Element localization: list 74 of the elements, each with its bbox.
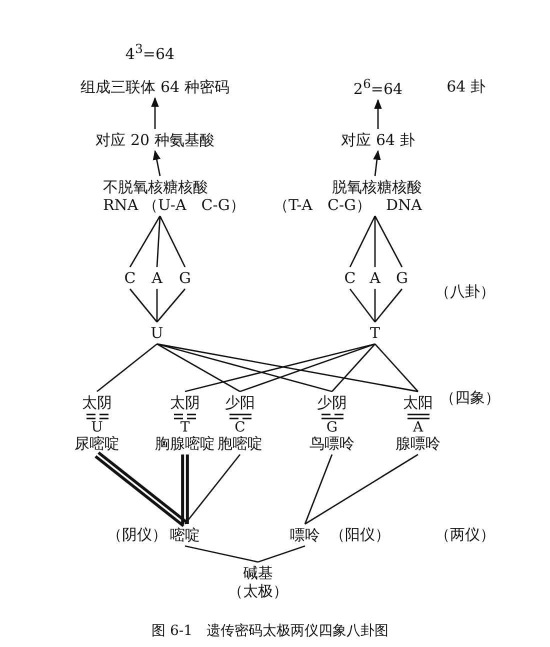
annotation-label: （阴仪） xyxy=(107,526,167,544)
annotation-label: （阳仪） xyxy=(330,526,390,544)
node-label: 太阴 xyxy=(169,394,201,412)
connector-line xyxy=(184,454,241,524)
connector-line xyxy=(156,343,240,392)
node-label: 鸟嘌呤 xyxy=(310,434,354,452)
node-label: 尿嘧啶 xyxy=(74,434,120,452)
node-label: （T-A C-G） DNA xyxy=(274,196,422,214)
node-label: 胸腺嘧啶 xyxy=(155,434,215,452)
node-label: （太极） xyxy=(228,582,288,600)
connector-line xyxy=(349,216,376,268)
node-label: 太阴 xyxy=(81,394,113,412)
node-label: G xyxy=(325,420,339,434)
connector-line xyxy=(156,216,161,268)
node-label: 碱基 xyxy=(242,564,274,582)
node-label: A xyxy=(412,420,424,434)
annotation-label: （四象） xyxy=(440,388,500,408)
connector-line xyxy=(258,545,306,563)
connector-line xyxy=(184,545,258,563)
node-label: 腺嘌呤 xyxy=(396,434,440,452)
node-label: C xyxy=(344,269,356,287)
node-label: 对应 20 种氨基酸 xyxy=(96,131,214,149)
connector-line xyxy=(181,453,189,526)
node-label: 2$^{6}$=64 xyxy=(353,76,403,98)
connector-line xyxy=(374,216,376,267)
node-label: 太阳 xyxy=(402,394,434,412)
node-label: 嘌呤 xyxy=(290,526,320,544)
annotation-label: （两仪） xyxy=(435,526,495,544)
caption: 图 6-1 遗传密码太极两仪四象八卦图 xyxy=(152,622,388,640)
node-label: U xyxy=(150,324,164,342)
connector-line xyxy=(156,288,186,322)
connector-line xyxy=(184,343,376,392)
connector-line xyxy=(156,289,158,322)
connector-line xyxy=(349,288,376,322)
node-label: T xyxy=(179,420,191,434)
node-label: 嘧啶 xyxy=(170,526,200,544)
node-label: 少阳 xyxy=(224,394,256,412)
connector-line xyxy=(156,343,418,392)
annotation-label: （八卦） xyxy=(435,282,495,302)
node-label: A xyxy=(152,269,162,287)
node-label: 胞嘧啶 xyxy=(218,434,262,452)
node-label: A xyxy=(370,269,380,287)
node-label: 不脱氧核糖核酸 xyxy=(103,178,209,196)
annotation-label: 64 卦 xyxy=(446,78,486,96)
node-label: 脱氧核糖核酸 xyxy=(331,178,422,196)
arrow xyxy=(152,150,161,176)
node-label: T xyxy=(370,324,380,342)
arrow xyxy=(373,150,381,176)
connector-line xyxy=(374,289,376,322)
connector-line xyxy=(129,216,161,268)
connector-line xyxy=(304,454,418,525)
node-label: C xyxy=(124,269,136,287)
connector-line xyxy=(94,451,188,528)
node-label: 组成三联体 64 种密码 xyxy=(80,78,230,96)
connector-line xyxy=(156,343,332,392)
arrow xyxy=(151,97,159,129)
connector-line xyxy=(304,454,333,524)
annotation-label: 4$^{3}$=64 xyxy=(125,41,175,63)
connector-line xyxy=(374,216,403,268)
node-label: G xyxy=(396,269,408,287)
node-label: C xyxy=(234,420,246,434)
arrow xyxy=(374,99,382,129)
connector-line xyxy=(96,343,158,392)
node-label: 少阴 xyxy=(316,394,348,412)
connector-line xyxy=(240,343,376,392)
node-label: 对应 64 卦 xyxy=(341,131,415,149)
connector-line xyxy=(374,288,403,322)
connector-line xyxy=(374,344,419,392)
node-label: RNA （U-A C-G） xyxy=(103,196,245,214)
node-label: U xyxy=(90,420,104,434)
connector-line xyxy=(129,288,158,322)
node-label: G xyxy=(179,269,191,287)
connector-line xyxy=(159,216,186,268)
connector-line xyxy=(331,344,376,392)
